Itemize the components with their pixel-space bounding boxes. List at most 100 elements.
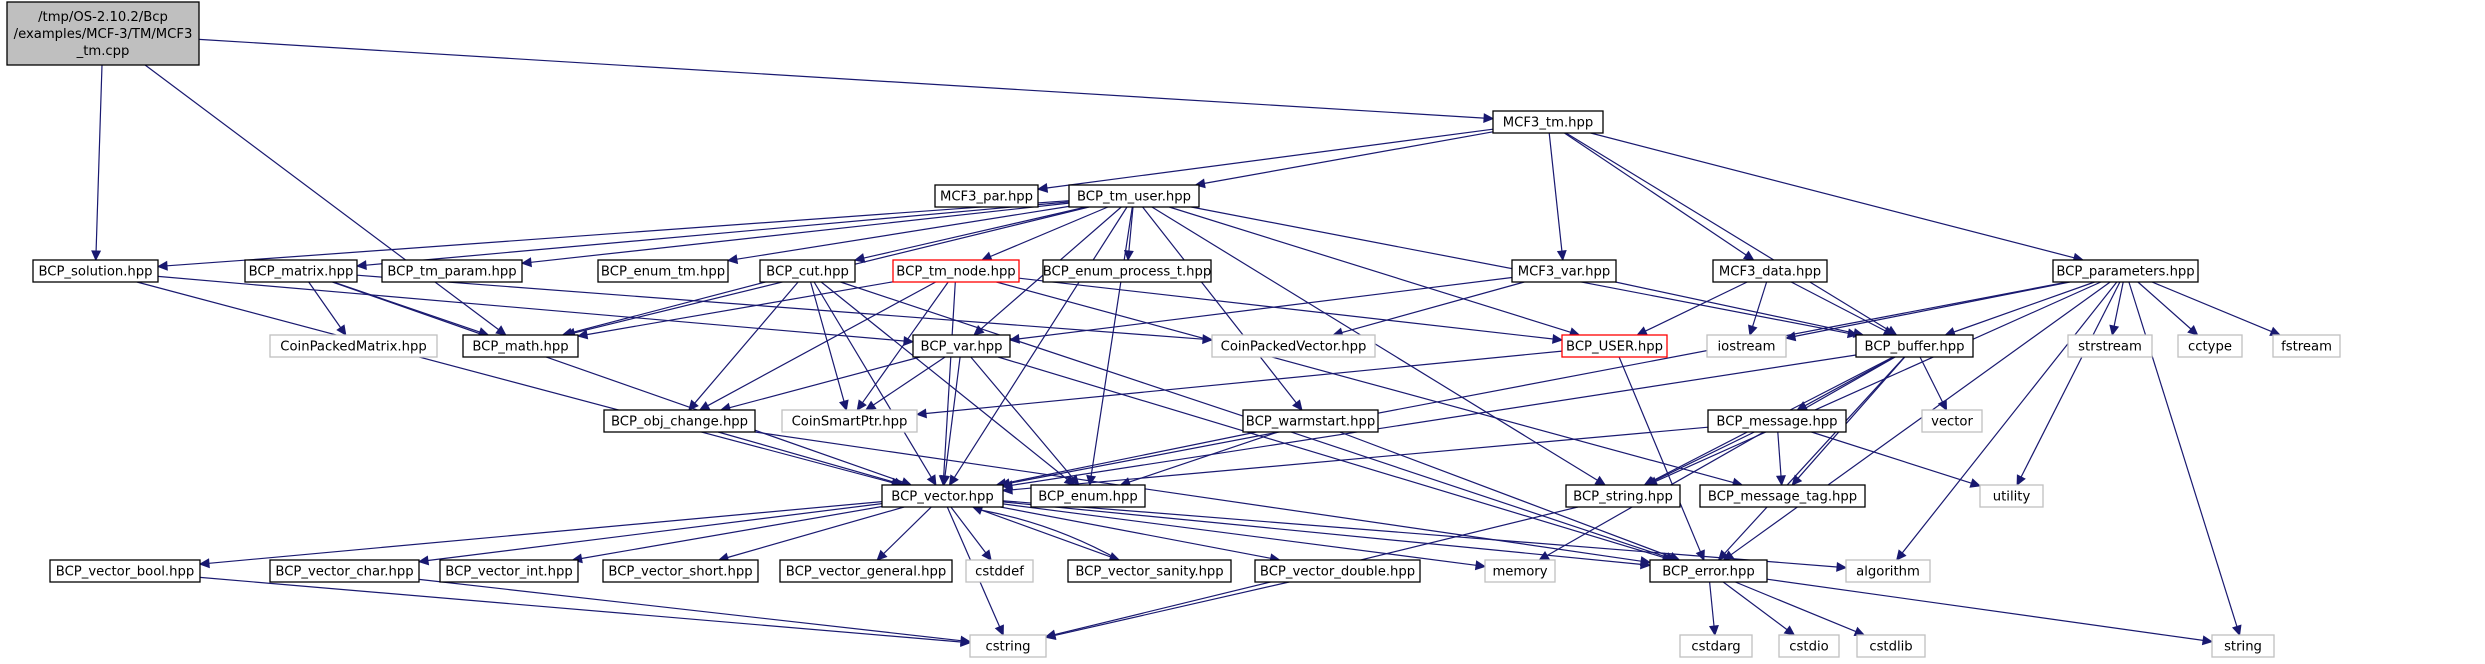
edge-bcp-cut-to-bcp-obj-change bbox=[694, 281, 799, 404]
arrowhead-bcp-vector-to-memory bbox=[1474, 560, 1487, 571]
node-memory: memory bbox=[1484, 559, 1556, 583]
node-bcp-vector-general-label: BCP_vector_general.hpp bbox=[786, 565, 946, 580]
node-mcf3-data-label: MCF3_data.hpp bbox=[1719, 265, 1821, 280]
arrowhead-bcp-user-to-bcp-error bbox=[1695, 549, 1705, 562]
node-bcp-vector-bool[interactable]: BCP_vector_bool.hpp bbox=[49, 559, 201, 583]
node-utility-label: utility bbox=[1993, 490, 2031, 505]
node-mcf3-data[interactable]: MCF3_data.hpp bbox=[1712, 259, 1828, 283]
node-bcp-vector-double[interactable]: BCP_vector_double.hpp bbox=[1254, 559, 1421, 583]
node-mcf3-var[interactable]: MCF3_var.hpp bbox=[1511, 259, 1617, 283]
node-mcf3-tm[interactable]: MCF3_tm.hpp bbox=[1492, 110, 1604, 134]
edge-bcp-matrix-to-bcp-vector bbox=[332, 281, 903, 483]
node-strstream-box bbox=[2067, 334, 2153, 358]
node-bcp-warmstart[interactable]: BCP_warmstart.hpp bbox=[1242, 409, 1379, 433]
node-cstdio-label: cstdio bbox=[1789, 640, 1828, 655]
arrowhead-bcp-cut-to-bcp-obj-change bbox=[688, 399, 699, 411]
edge-bcp-tm-user-to-bcp-cut bbox=[863, 206, 1087, 259]
node-bcp-var[interactable]: BCP_var.hpp bbox=[912, 334, 1011, 358]
arrowhead-bcp-vector-to-bcp-vector-char bbox=[417, 555, 430, 566]
node-bcp-parameters[interactable]: BCP_parameters.hpp bbox=[2052, 259, 2199, 283]
node-bcp-error[interactable]: BCP_error.hpp bbox=[1649, 559, 1768, 583]
node-bcp-enum-tm[interactable]: BCP_enum_tm.hpp bbox=[597, 259, 729, 283]
arrowhead-bcp-vector-to-cstring bbox=[994, 624, 1004, 637]
arrowhead-bcp-buffer-to-memory bbox=[1538, 550, 1551, 561]
node-bcp-math[interactable]: BCP_math.hpp bbox=[462, 334, 579, 358]
node-bcp-vector-char[interactable]: BCP_vector_char.hpp bbox=[269, 559, 420, 583]
edge-bcp-parameters-to-bcp-error bbox=[1730, 281, 2111, 556]
node-bcp-string[interactable]: BCP_string.hpp bbox=[1565, 484, 1681, 508]
node-cstring-box bbox=[969, 634, 1047, 658]
node-bcp-obj-change[interactable]: BCP_obj_change.hpp bbox=[603, 409, 756, 433]
node-bcp-vector-box bbox=[881, 484, 1004, 508]
node-utility-box bbox=[1979, 484, 2044, 508]
edge-bcp-tm-node-to-bcp-obj-change bbox=[707, 281, 936, 407]
node-bcp-vector-int[interactable]: BCP_vector_int.hpp bbox=[439, 559, 579, 583]
edge-root-to-bcp-math bbox=[144, 64, 499, 331]
node-bcp-enum[interactable]: BCP_enum.hpp bbox=[1030, 484, 1146, 508]
edge-bcp-parameters-to-cctype bbox=[2137, 281, 2192, 330]
node-bcp-solution-box bbox=[32, 259, 159, 283]
arrowhead-bcp-error-to-cstdio bbox=[1783, 625, 1796, 636]
node-bcp-tm-param-box bbox=[381, 259, 523, 283]
node-bcp-user-label: BCP_USER.hpp bbox=[1566, 340, 1663, 355]
node-coin-packed-vector: CoinPackedVector.hpp bbox=[1211, 334, 1376, 358]
node-bcp-tm-param[interactable]: BCP_tm_param.hpp bbox=[381, 259, 523, 283]
edge-bcp-tm-user-to-bcp-enum-process-t bbox=[1128, 206, 1134, 252]
edge-bcp-matrix-to-coin-packed-vector bbox=[356, 274, 1204, 340]
edge-bcp-tm-node-to-bcp-vector bbox=[943, 281, 956, 477]
edge-bcp-var-to-coin-smart-ptr bbox=[873, 356, 946, 406]
node-bcp-vector[interactable]: BCP_vector.hpp bbox=[881, 484, 1004, 508]
node-bcp-error-label: BCP_error.hpp bbox=[1662, 565, 1755, 580]
edge-bcp-matrix-to-coin-packed-matrix bbox=[308, 281, 342, 328]
node-bcp-var-box bbox=[912, 334, 1011, 358]
node-bcp-obj-change-box bbox=[603, 409, 756, 433]
node-bcp-vector-general[interactable]: BCP_vector_general.hpp bbox=[779, 559, 953, 583]
arrowhead-bcp-parameters-to-fstream bbox=[2269, 326, 2282, 336]
node-bcp-vector-short[interactable]: BCP_vector_short.hpp bbox=[602, 559, 759, 583]
node-bcp-message-tag[interactable]: BCP_message_tag.hpp bbox=[1699, 484, 1866, 508]
edge-bcp-parameters-to-utility bbox=[2020, 281, 2121, 478]
node-bcp-enum-tm-label: BCP_enum_tm.hpp bbox=[601, 265, 725, 280]
node-bcp-vector-sanity[interactable]: BCP_vector_sanity.hpp bbox=[1067, 559, 1232, 583]
node-bcp-vector-int-box bbox=[439, 559, 579, 583]
node-bcp-cut[interactable]: BCP_cut.hpp bbox=[759, 259, 856, 283]
node-fstream: fstream bbox=[2272, 334, 2341, 358]
node-bcp-solution[interactable]: BCP_solution.hpp bbox=[32, 259, 159, 283]
edge-bcp-var-to-bcp-enum bbox=[970, 356, 1074, 479]
node-mcf3-par[interactable]: MCF3_par.hpp bbox=[934, 184, 1039, 208]
node-root-label-3: _tm.cpp bbox=[76, 44, 130, 59]
node-bcp-matrix-label: BCP_matrix.hpp bbox=[249, 265, 354, 280]
node-bcp-buffer[interactable]: BCP_buffer.hpp bbox=[1855, 334, 1974, 358]
edge-bcp-solution-to-bcp-var bbox=[157, 275, 905, 342]
node-bcp-tm-user[interactable]: BCP_tm_user.hpp bbox=[1068, 184, 1200, 208]
node-mcf3-tm-box bbox=[1492, 110, 1604, 134]
node-bcp-cut-label: BCP_cut.hpp bbox=[766, 265, 849, 280]
node-strstream-label: strstream bbox=[2078, 340, 2142, 355]
edge-bcp-user-to-coin-smart-ptr bbox=[925, 350, 1563, 415]
node-root[interactable]: /tmp/OS-2.10.2/Bcp/examples/MCF-3/TM/MCF… bbox=[6, 1, 200, 66]
edge-mcf3-tm-to-mcf3-var bbox=[1548, 132, 1563, 252]
node-bcp-user[interactable]: BCP_USER.hpp bbox=[1561, 334, 1668, 358]
arrowhead-bcp-buffer-to-vector bbox=[1937, 399, 1948, 412]
edge-bcp-tm-user-to-bcp-matrix bbox=[365, 201, 1070, 266]
node-bcp-tm-node[interactable]: BCP_tm_node.hpp bbox=[892, 259, 1020, 283]
arrowhead-bcp-var-to-coin-smart-ptr bbox=[864, 400, 877, 411]
node-string: string bbox=[2211, 634, 2275, 658]
node-bcp-message[interactable]: BCP_message.hpp bbox=[1707, 409, 1847, 433]
arrowhead-bcp-var-to-bcp-vector bbox=[940, 474, 951, 487]
arrowhead-bcp-tm-node-to-bcp-math bbox=[576, 329, 589, 340]
edge-bcp-vector-to-memory bbox=[1002, 503, 1477, 566]
node-cstring-label: cstring bbox=[985, 640, 1030, 655]
edge-bcp-parameters-to-fstream bbox=[2151, 281, 2272, 333]
node-bcp-enum-process-t[interactable]: BCP_enum_process_t.hpp bbox=[1042, 259, 1212, 283]
node-memory-box bbox=[1484, 559, 1556, 583]
edges-layer bbox=[91, 38, 2282, 647]
arrowhead-bcp-vector-to-cstddef bbox=[981, 549, 992, 561]
arrowhead-bcp-tm-node-to-bcp-obj-change bbox=[698, 401, 711, 411]
node-bcp-obj-change-label: BCP_obj_change.hpp bbox=[611, 415, 748, 430]
node-bcp-vector-int-label: BCP_vector_int.hpp bbox=[445, 565, 572, 580]
node-bcp-var-label: BCP_var.hpp bbox=[921, 340, 1003, 355]
node-cstdlib-label: cstdlib bbox=[1869, 640, 1912, 655]
edge-bcp-tm-user-to-bcp-enum-tm bbox=[736, 205, 1070, 260]
node-bcp-matrix[interactable]: BCP_matrix.hpp bbox=[244, 259, 358, 283]
